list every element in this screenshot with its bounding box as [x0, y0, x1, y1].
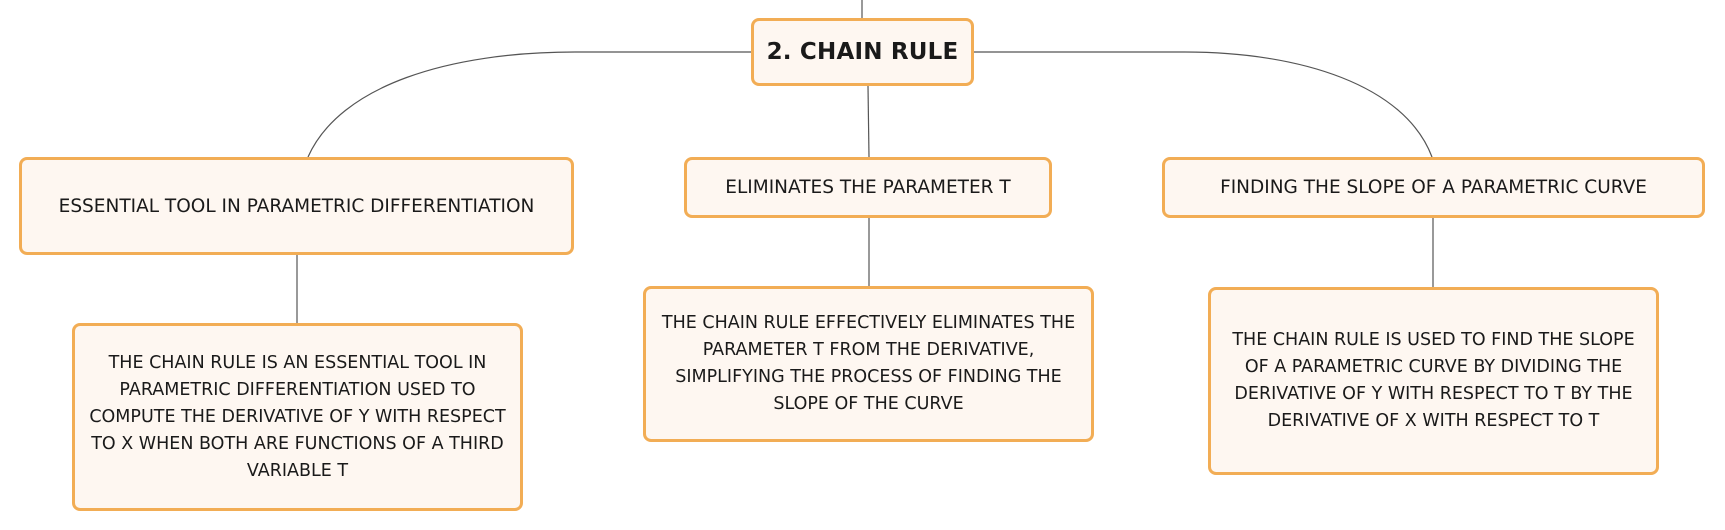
leaf-node-eliminates-parameter-detail[interactable]: THE CHAIN RULE EFFECTIVELY ELIMINATES TH…: [643, 286, 1094, 442]
branch-node-essential-tool[interactable]: ESSENTIAL TOOL IN PARAMETRIC DIFFERENTIA…: [19, 157, 574, 255]
leaf-node-essential-tool-detail[interactable]: THE CHAIN RULE IS AN ESSENTIAL TOOL IN P…: [72, 323, 523, 511]
branch-node-label: ESSENTIAL TOOL IN PARAMETRIC DIFFERENTIA…: [58, 195, 535, 217]
branch-node-label: FINDING THE SLOPE OF A PARAMETRIC CURVE: [1220, 177, 1647, 198]
connector-root-to-branch-3: [974, 51, 1433, 158]
leaf-node-text: THE CHAIN RULE EFFECTIVELY ELIMINATES TH…: [661, 313, 1076, 414]
leaf-node-text: THE CHAIN RULE IS AN ESSENTIAL TOOL IN P…: [89, 352, 506, 481]
leaf-node-text: THE CHAIN RULE IS USED TO FIND THE SLOPE…: [1232, 330, 1635, 431]
branch-node-label: ELIMINATES THE PARAMETER T: [725, 177, 1011, 198]
branch-node-eliminates-parameter[interactable]: ELIMINATES THE PARAMETER T: [684, 157, 1052, 218]
branch-node-finding-slope[interactable]: FINDING THE SLOPE OF A PARAMETRIC CURVE: [1162, 157, 1705, 218]
connector-root-to-branch-1: [307, 51, 751, 158]
connector-root-to-branch-2: [867, 85, 870, 158]
root-node[interactable]: 2. CHAIN RULE: [751, 18, 974, 86]
leaf-node-finding-slope-detail[interactable]: THE CHAIN RULE IS USED TO FIND THE SLOPE…: [1208, 287, 1659, 475]
root-node-label: 2. CHAIN RULE: [766, 39, 959, 65]
